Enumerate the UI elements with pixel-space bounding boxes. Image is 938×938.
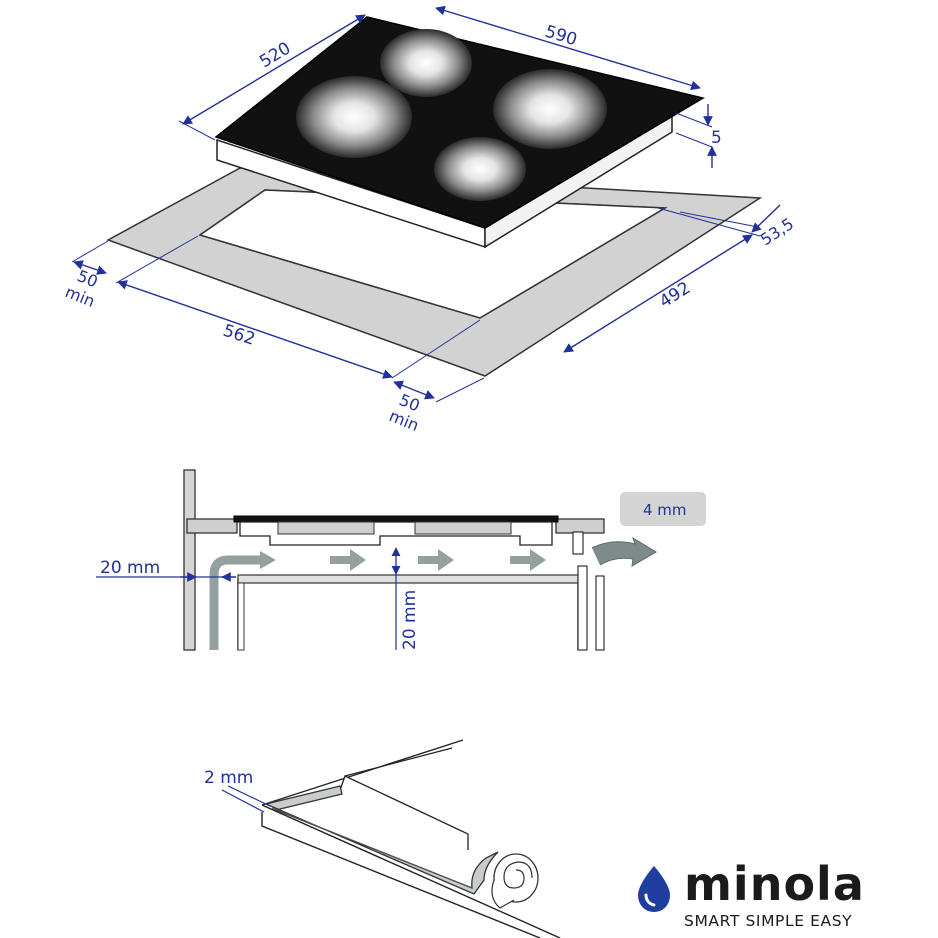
cooking-zone <box>434 137 526 201</box>
extension-line <box>675 112 713 128</box>
brand-logo: minola SMART SIMPLE EASY <box>632 857 892 938</box>
dimension-label-590: 590 <box>543 22 580 51</box>
dimension-label-562: 562 <box>220 321 257 350</box>
heating-element <box>277 521 375 535</box>
dimension-line-2mm <box>227 785 271 807</box>
dimension-label-2mm: 2 mm <box>204 768 253 788</box>
dimension-line-590 <box>435 5 701 91</box>
hob-frame <box>339 775 469 850</box>
cabinet-inner-left <box>237 582 245 651</box>
dimension-line-562 <box>117 280 393 379</box>
glass-front-edge <box>261 804 561 938</box>
cooking-zone <box>493 69 607 149</box>
dimension-label-492: 492 <box>656 278 694 312</box>
cabinet-inner-right <box>577 565 588 651</box>
brand-tagline: SMART SIMPLE EASY <box>684 912 853 930</box>
cabinet-shelf <box>237 574 579 584</box>
glass-top-edge <box>261 739 464 806</box>
dimension-label-53-5: 53,5 <box>757 214 797 249</box>
airflow-arrow <box>330 549 366 571</box>
dimension-line-53-5 <box>751 204 781 233</box>
hob-glass-section <box>233 515 559 523</box>
dimension-line-520 <box>182 14 366 125</box>
brand-name: minola <box>684 857 865 911</box>
dimension-label-20-side: 20 mm <box>100 558 160 578</box>
extension-line <box>71 240 109 263</box>
countertop-left <box>186 518 238 534</box>
dimension-label-5: 5 <box>711 128 722 148</box>
extension-line <box>679 211 759 228</box>
water-drop-icon <box>638 866 670 912</box>
hob-top-diagram: 520 590 5 53,5 492 562 50 min 50 min <box>63 5 797 435</box>
cabinet-side-wall <box>183 469 196 651</box>
extension-line <box>178 120 216 141</box>
extension-line <box>115 235 199 284</box>
gap-tag-label: 4 mm <box>643 501 687 519</box>
dimension-line-50-left <box>73 260 107 275</box>
extension-line <box>435 377 485 403</box>
airflow-path <box>209 555 262 650</box>
extension-line <box>657 207 761 237</box>
cabinet-door <box>595 575 605 651</box>
dimension-label-520: 520 <box>256 38 294 72</box>
airflow-arrow <box>510 549 546 571</box>
airflow-arrow <box>418 549 454 571</box>
dimension-label-20-vertical: 20 mm <box>400 590 420 650</box>
rolled-seal <box>491 853 539 909</box>
hob-frame-inner <box>344 747 453 777</box>
extension-line <box>675 132 713 148</box>
dimension-line-2mm-b <box>221 789 265 813</box>
seal-diagram: 2 mm <box>204 739 561 938</box>
countertop-right <box>555 518 605 534</box>
gap-tag <box>620 492 706 526</box>
sealing-strip-inner <box>271 807 473 889</box>
airflow-arrow-head <box>260 551 276 569</box>
cooking-zone <box>296 76 412 158</box>
ventilation-diagram: 4 mm 20 mm 20 mm <box>96 469 706 651</box>
dimension-line-50-front <box>393 380 435 400</box>
extension-line <box>391 319 481 379</box>
exhaust-arrow <box>591 536 657 567</box>
dimension-line-492 <box>563 234 753 353</box>
glass-lower-edge <box>261 812 541 938</box>
mounting-bracket <box>572 531 584 555</box>
cooking-zone <box>380 29 472 97</box>
heating-element <box>414 521 512 535</box>
